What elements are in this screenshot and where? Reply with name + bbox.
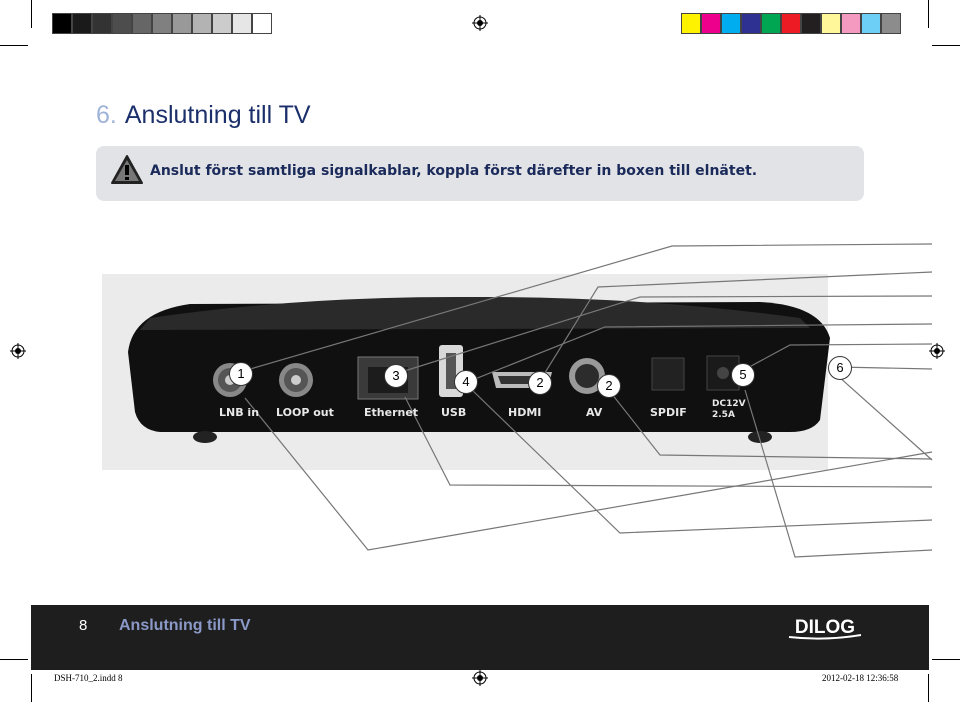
color-swatch	[761, 13, 781, 34]
callout-lines	[239, 243, 933, 558]
warning-panel: Anslut först samtliga signalkablar, kopp…	[96, 146, 864, 201]
device-foot	[748, 431, 772, 443]
warning-text: Anslut först samtliga signalkablar, kopp…	[150, 163, 758, 179]
gray-swatch	[172, 13, 192, 34]
color-swatch	[741, 13, 761, 34]
callout-number-3: 3	[384, 364, 408, 388]
spdif-port	[651, 357, 685, 391]
gray-swatch	[92, 13, 112, 34]
gray-swatch	[52, 13, 72, 34]
crop-mark	[0, 45, 28, 46]
device-foot	[193, 431, 217, 443]
gray-swatch	[192, 13, 212, 34]
color-swatch	[861, 13, 881, 34]
crop-mark	[932, 659, 960, 660]
callout-number-4: 4	[454, 370, 478, 394]
device-illustration	[128, 243, 933, 558]
gray-swatch	[152, 13, 172, 34]
color-swatch	[841, 13, 861, 34]
slug-timestamp: 2012-02-18 12:36:58	[822, 673, 899, 683]
port-label-loop: LOOP out	[276, 406, 334, 419]
section-title: Anslutning till TV	[124, 101, 311, 129]
color-swatch	[701, 13, 721, 34]
port-label-lnb: LNB in	[219, 406, 260, 419]
page-title: 6.Anslutning till TV	[96, 101, 311, 130]
registration-mark-icon	[472, 15, 488, 31]
settop-box-body	[128, 302, 830, 432]
grayscale-bar	[52, 13, 272, 34]
page-number: 8	[79, 617, 88, 634]
gray-swatch	[252, 13, 272, 34]
color-swatch	[801, 13, 821, 34]
callout-number-6: 6	[828, 356, 852, 380]
color-swatch	[721, 13, 741, 34]
page-footer: 8 Anslutning till TV DILOG	[31, 605, 929, 670]
callout-number-2: 2	[528, 371, 552, 395]
port-label-spdif: SPDIF	[650, 406, 687, 419]
port-label-ethernet: Ethernet	[364, 406, 419, 419]
footer-section-title: Anslutning till TV	[119, 617, 251, 634]
logo-text: DILOG	[795, 617, 855, 638]
port-label-usb: USB	[441, 406, 467, 419]
callout-number-2: 2	[597, 374, 621, 398]
crop-mark	[31, 674, 32, 702]
crop-mark	[928, 0, 929, 28]
loop-connector	[291, 375, 301, 385]
crop-mark	[0, 659, 28, 660]
callout-number-5: 5	[731, 363, 755, 387]
callout-number-1: 1	[229, 362, 253, 386]
crop-mark	[932, 45, 960, 46]
gray-swatch	[212, 13, 232, 34]
color-swatch	[781, 13, 801, 34]
color-swatch	[881, 13, 901, 34]
section-number: 6.	[96, 101, 117, 129]
port-label-dc-voltage: DC12V	[712, 399, 746, 409]
slug-file: DSH-710_2.indd 8	[54, 673, 123, 683]
dilog-logo: DILOG	[788, 617, 862, 640]
port-label-dc-current: 2.5A	[712, 410, 735, 420]
gray-swatch	[112, 13, 132, 34]
gray-swatch	[232, 13, 252, 34]
registration-mark-icon	[472, 670, 488, 686]
gray-swatch	[72, 13, 92, 34]
crop-mark	[31, 0, 32, 28]
registration-mark-icon	[929, 343, 945, 359]
port-label-av: AV	[586, 406, 603, 419]
port-label-hdmi: HDMI	[508, 406, 542, 419]
color-swatch	[681, 13, 701, 34]
color-bar	[681, 13, 901, 34]
registration-mark-icon	[10, 343, 26, 359]
crop-mark	[928, 674, 929, 702]
gray-swatch	[132, 13, 152, 34]
warning-triangle-icon	[111, 155, 143, 184]
color-swatch	[821, 13, 841, 34]
